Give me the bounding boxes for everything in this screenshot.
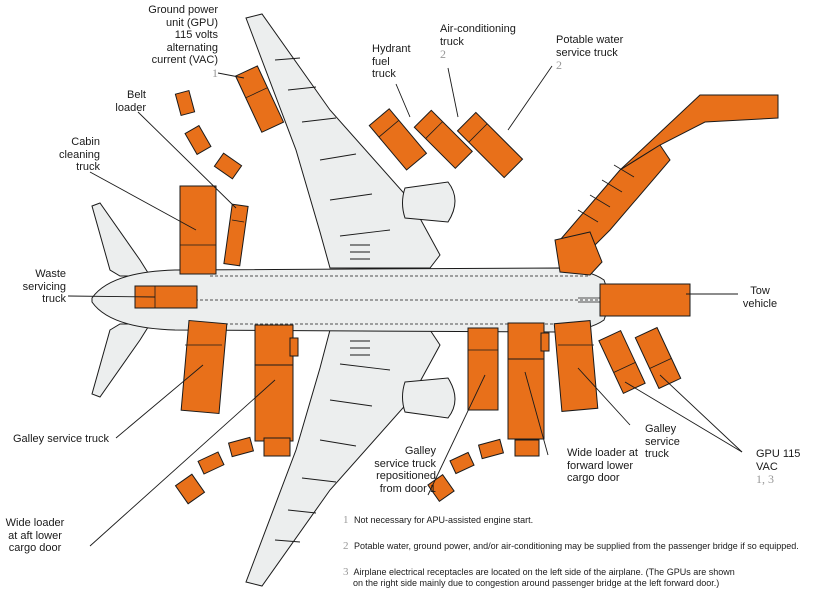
belt-loader-tractor-train xyxy=(174,89,243,180)
galley-service-truck-repositioned xyxy=(467,327,499,411)
galley-service-truck-right xyxy=(553,320,599,412)
label-air-conditioning-note: 2 xyxy=(440,47,446,61)
label-belt-loader-line1: Belt xyxy=(127,89,146,101)
upper-stabilizer xyxy=(91,202,151,277)
label-waste-servicing-line3: truck xyxy=(42,293,66,305)
wide-loader-forward xyxy=(507,322,550,440)
gpu-right-vehicle-2 xyxy=(634,326,682,390)
vehicles xyxy=(134,65,691,505)
label-cabin-cleaning-line2: cleaning xyxy=(59,148,100,161)
tractor-train-forward xyxy=(427,438,540,503)
bridge-cab xyxy=(554,231,603,276)
label-galley-right: Galley service truck xyxy=(645,423,705,461)
upper-wing-gear xyxy=(350,244,370,260)
label-galley-right-line3: truck xyxy=(645,448,669,460)
label-gpu-left-line3: 115 volts xyxy=(174,29,218,41)
label-gpu-left-line5: current (VAC) xyxy=(151,54,218,66)
leader-lines xyxy=(67,65,743,547)
footnote-2-number: 2 xyxy=(343,540,349,552)
label-cabin-cleaning: Cabin cleaning truck xyxy=(40,136,100,174)
label-air-conditioning-line2: truck xyxy=(440,35,464,48)
label-potable-water: Potable water service truck 2 xyxy=(556,34,656,72)
label-galley-left-text: Galley service truck xyxy=(13,433,109,445)
label-gpu-left-line1: Ground power xyxy=(148,4,218,16)
tow-vehicle xyxy=(578,283,691,317)
airplane xyxy=(91,13,609,587)
air-conditioning-truck xyxy=(413,109,473,169)
label-gpu-right-line1: GPU 115 VAC xyxy=(756,448,801,473)
label-gpu-right-note: 1, 3 xyxy=(756,472,774,486)
label-hydrant-fuel-line2: fuel xyxy=(372,55,390,68)
label-wide-loader-forward-line2: forward lower xyxy=(567,459,634,472)
label-galley-repositioned-line3: repositioned xyxy=(376,470,436,482)
belt-loader-vehicle xyxy=(223,203,249,267)
label-wide-loader-aft: Wide loader at aft lower cargo door xyxy=(0,517,70,555)
label-gpu-left-line4: alternating xyxy=(166,41,218,54)
label-air-conditioning: Air-conditioning truck 2 xyxy=(440,23,540,61)
label-galley-repositioned-line4: from door 1 xyxy=(379,482,436,495)
tractor-train-aft xyxy=(174,436,291,505)
label-potable-water-note: 2 xyxy=(556,58,562,72)
footnote-1-text: Not necessary for APU-assisted engine st… xyxy=(354,515,534,525)
label-wide-loader-aft-line2: at aft lower xyxy=(8,529,62,542)
label-gpu-left-note: 1 xyxy=(212,65,218,80)
label-tow-vehicle-line2: vehicle xyxy=(742,297,778,310)
potable-water-truck xyxy=(456,111,524,179)
label-cabin-cleaning-line1: Cabin xyxy=(71,136,100,148)
label-gpu-left: Ground power unit (GPU) 115 volts altern… xyxy=(140,4,218,79)
label-waste-servicing-line2: servicing xyxy=(22,280,66,293)
label-belt-loader: Belt loader xyxy=(96,89,146,114)
label-hydrant-fuel-line1: Hydrant xyxy=(372,43,411,55)
footnote-2: 2 Potable water, ground power, and/or ai… xyxy=(343,541,813,552)
lower-wing xyxy=(245,329,441,587)
cabin-cleaning-truck xyxy=(179,185,217,275)
label-galley-repositioned: Galley service truck repositioned from d… xyxy=(356,445,436,495)
lower-engine xyxy=(402,377,456,419)
label-galley-repositioned-line2: service truck xyxy=(374,457,436,470)
label-galley-right-line2: service xyxy=(645,435,680,448)
upper-wing-flap-lines xyxy=(274,57,391,237)
lower-stabilizer xyxy=(91,323,151,398)
label-wide-loader-aft-line3: cargo door xyxy=(8,542,62,554)
label-potable-water-line2: service truck xyxy=(556,46,618,59)
upper-engine xyxy=(402,181,456,223)
label-waste-servicing-line1: Waste xyxy=(35,268,66,280)
label-gpu-left-line2: unit (GPU) xyxy=(166,16,218,29)
label-potable-water-line1: Potable water xyxy=(556,34,624,46)
label-hydrant-fuel-line3: truck xyxy=(372,68,396,80)
wide-loader-aft xyxy=(254,324,299,442)
label-wide-loader-aft-line1: Wide loader xyxy=(5,517,65,529)
label-wide-loader-forward: Wide loader at forward lower cargo door xyxy=(567,447,657,485)
footnote-3-number: 3 xyxy=(343,566,349,578)
label-tow-vehicle-line1: Tow xyxy=(750,285,770,297)
label-galley-right-line1: Galley xyxy=(645,423,677,435)
label-tow-vehicle: Tow vehicle xyxy=(738,285,782,310)
gpu-right-vehicle-1 xyxy=(598,329,646,395)
label-galley-left: Galley service truck xyxy=(13,433,133,446)
footnote-1: 1 Not necessary for APU-assisted engine … xyxy=(343,515,813,526)
bridge-tunnel-ribs xyxy=(577,164,635,223)
lower-wing-flap-lines xyxy=(274,363,391,543)
footnote-3-line2: on the right side mainly due to congesti… xyxy=(353,578,720,588)
label-gpu-right: GPU 115 VAC 1, 3 xyxy=(756,448,818,486)
label-galley-repositioned-line1: Galley xyxy=(404,445,436,457)
label-cabin-cleaning-line3: truck xyxy=(76,161,100,173)
passenger-bridge xyxy=(554,94,779,276)
footnote-2-text: Potable water, ground power, and/or air-… xyxy=(354,541,799,551)
label-hydrant-fuel: Hydrant fuel truck xyxy=(372,43,422,81)
label-wide-loader-forward-line1: Wide loader at xyxy=(567,447,638,459)
label-waste-servicing: Waste servicing truck xyxy=(8,268,66,306)
label-belt-loader-line2: loader xyxy=(115,101,146,114)
label-wide-loader-forward-line3: cargo door xyxy=(567,472,620,484)
footnote-1-number: 1 xyxy=(343,514,349,526)
lower-wing-gear xyxy=(350,340,370,356)
label-air-conditioning-line1: Air-conditioning xyxy=(440,23,516,35)
upper-wing xyxy=(245,13,441,269)
hydrant-fuel-truck xyxy=(368,108,428,171)
footnote-3-line1: Airplane electrical receptacles are loca… xyxy=(353,567,735,577)
gpu-left-vehicle xyxy=(234,65,285,133)
footnote-3: 3 Airplane electrical receptacles are lo… xyxy=(343,567,813,589)
galley-service-truck-left xyxy=(180,319,228,415)
